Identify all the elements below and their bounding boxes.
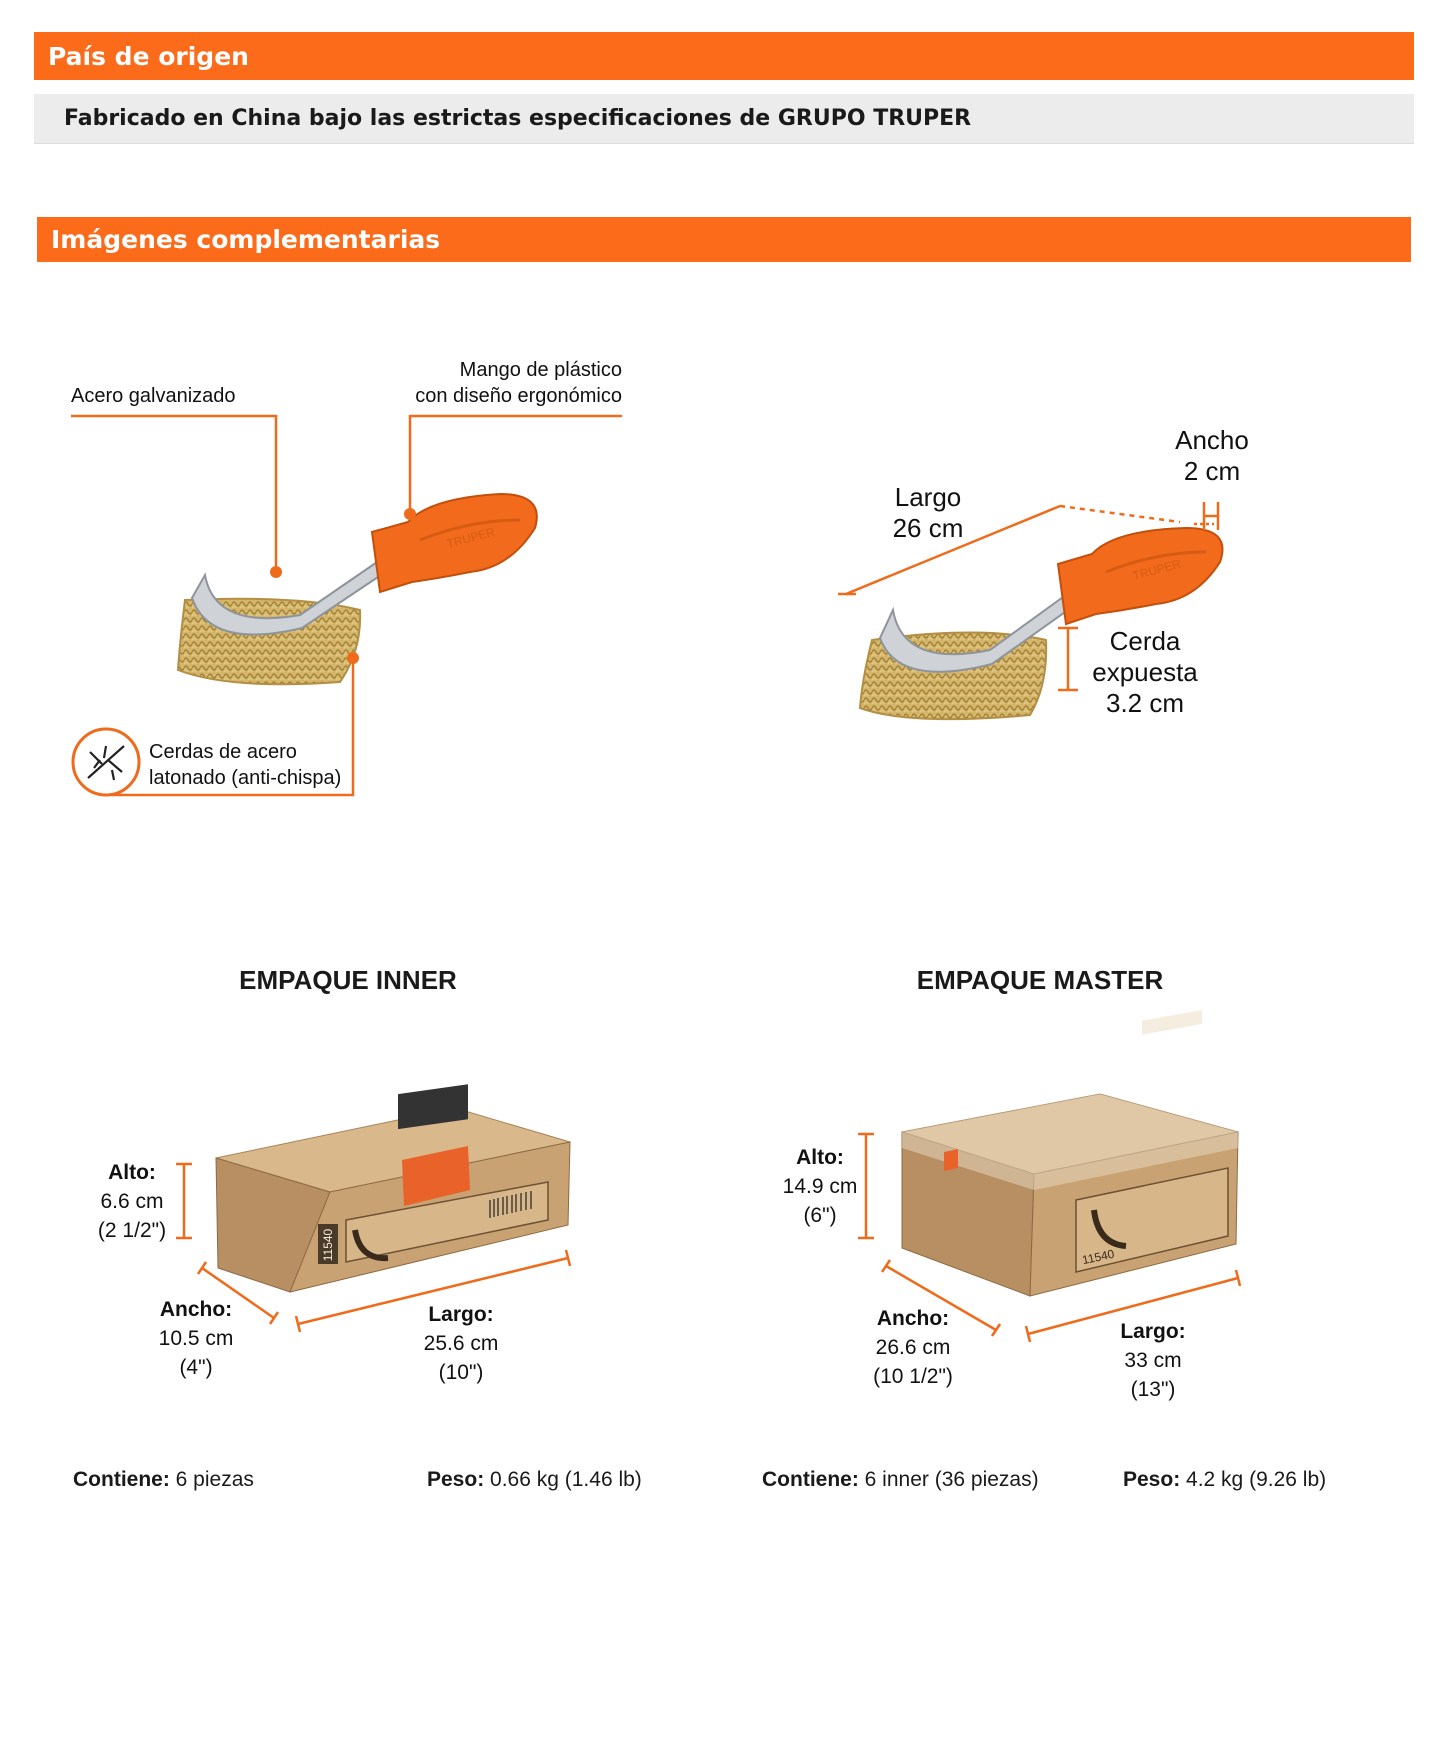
inner-width-inches: (4") bbox=[179, 1356, 213, 1379]
master-weight: Peso: 4.2 kg (9.26 lb) bbox=[1123, 1468, 1326, 1492]
inner-contents: Contiene: 6 piezas bbox=[73, 1468, 254, 1492]
master-length-label: Largo: 33 cm (13") bbox=[1103, 1317, 1203, 1404]
origin-section-title: País de origen bbox=[48, 41, 249, 71]
bristle-exposed-line2: expuesta bbox=[1092, 657, 1198, 687]
inner-height-inches: (2 1/2") bbox=[97, 1219, 167, 1242]
steel-callout-label: Acero galvanizado bbox=[71, 385, 236, 407]
inner-height-label: Alto: 6.6 cm (2 1/2") bbox=[82, 1158, 182, 1245]
images-section-title: Imágenes complementarias bbox=[51, 225, 441, 254]
master-width-label: Ancho: 26.6 cm (10 1/2") bbox=[858, 1304, 968, 1391]
master-weight-label: Peso: bbox=[1123, 1468, 1181, 1491]
callout-dots bbox=[270, 508, 416, 664]
master-height-value: 14.9 cm bbox=[782, 1175, 858, 1198]
bristle-exposed-value: 3.2 cm bbox=[1105, 688, 1185, 718]
bristle-exposed-label: Cerda expuesta 3.2 cm bbox=[1080, 626, 1210, 719]
inner-contents-value: 6 piezas bbox=[175, 1468, 254, 1491]
master-width-inches: (10 1/2") bbox=[873, 1365, 953, 1388]
master-weight-value: 4.2 kg (9.26 lb) bbox=[1186, 1468, 1327, 1491]
inner-weight-label: Peso: bbox=[427, 1468, 485, 1491]
inner-length-label: Largo: 25.6 cm (10") bbox=[411, 1300, 511, 1387]
inner-weight: Peso: 0.66 kg (1.46 lb) bbox=[427, 1468, 642, 1492]
origin-text-panel: Fabricado en China bajo las estrictas es… bbox=[34, 94, 1414, 144]
brush-dimension-drawing: TRUPER bbox=[858, 526, 1224, 721]
dimension-lines bbox=[838, 502, 1220, 692]
inner-length-title: Largo: bbox=[428, 1303, 494, 1326]
inner-width-label: Ancho: 10.5 cm (4") bbox=[146, 1295, 246, 1382]
width-label: Ancho 2 cm bbox=[1162, 425, 1262, 487]
length-label-text: Largo bbox=[894, 482, 962, 512]
master-width-title: Ancho: bbox=[876, 1307, 950, 1330]
master-package-title: EMPAQUE MASTER bbox=[916, 965, 1164, 995]
master-length-value: 33 cm bbox=[1124, 1349, 1182, 1372]
width-label-text: Ancho bbox=[1175, 425, 1249, 455]
inner-weight-value: 0.66 kg (1.46 lb) bbox=[490, 1468, 642, 1491]
master-dimension-lines bbox=[858, 1132, 1242, 1343]
inner-box-code: 11540 bbox=[321, 1228, 336, 1262]
master-contents-label: Contiene: bbox=[762, 1468, 859, 1491]
inner-package-title: EMPAQUE INNER bbox=[239, 965, 457, 995]
inner-box-drawing bbox=[215, 1084, 571, 1293]
origin-text: Fabricado en China bajo las estrictas es… bbox=[64, 106, 972, 131]
inner-length-value: 25.6 cm bbox=[423, 1332, 499, 1355]
inner-width-title: Ancho: bbox=[159, 1298, 233, 1321]
width-value: 2 cm bbox=[1183, 456, 1241, 486]
origin-section-header: País de origen bbox=[34, 32, 1414, 80]
bristle-callout-line1: Cerdas de acero bbox=[149, 741, 297, 763]
images-section-header: Imágenes complementarias bbox=[37, 217, 1411, 262]
master-height-inches: (6") bbox=[803, 1204, 837, 1227]
inner-height-value: 6.6 cm bbox=[100, 1190, 164, 1213]
inner-dimension-lines bbox=[176, 1162, 572, 1333]
length-label: Largo 26 cm bbox=[878, 482, 978, 544]
master-height-title: Alto: bbox=[796, 1146, 844, 1169]
inner-height-title: Alto: bbox=[108, 1161, 156, 1184]
bristle-exposed-line1: Cerda bbox=[1109, 626, 1181, 656]
length-value: 26 cm bbox=[892, 513, 964, 543]
anti-spark-icon bbox=[71, 727, 141, 797]
master-length-title: Largo: bbox=[1120, 1320, 1186, 1343]
inner-width-value: 10.5 cm bbox=[158, 1327, 234, 1350]
inner-contents-label: Contiene: bbox=[73, 1468, 170, 1491]
handle-callout-line1: Mango de plástico bbox=[459, 359, 622, 381]
bristle-callout-line2: latonado (anti-chispa) bbox=[149, 767, 342, 789]
master-contents-value: 6 inner (36 piezas) bbox=[864, 1468, 1039, 1491]
master-contents: Contiene: 6 inner (36 piezas) bbox=[762, 1468, 1039, 1492]
master-length-inches: (13") bbox=[1130, 1378, 1176, 1401]
master-width-value: 26.6 cm bbox=[875, 1336, 951, 1359]
inner-length-inches: (10") bbox=[438, 1361, 484, 1384]
master-height-label: Alto: 14.9 cm (6") bbox=[770, 1143, 870, 1230]
callout-lines bbox=[71, 414, 622, 797]
master-box-drawing bbox=[901, 1010, 1239, 1297]
handle-callout-line2: con diseño ergonómico bbox=[415, 385, 622, 407]
